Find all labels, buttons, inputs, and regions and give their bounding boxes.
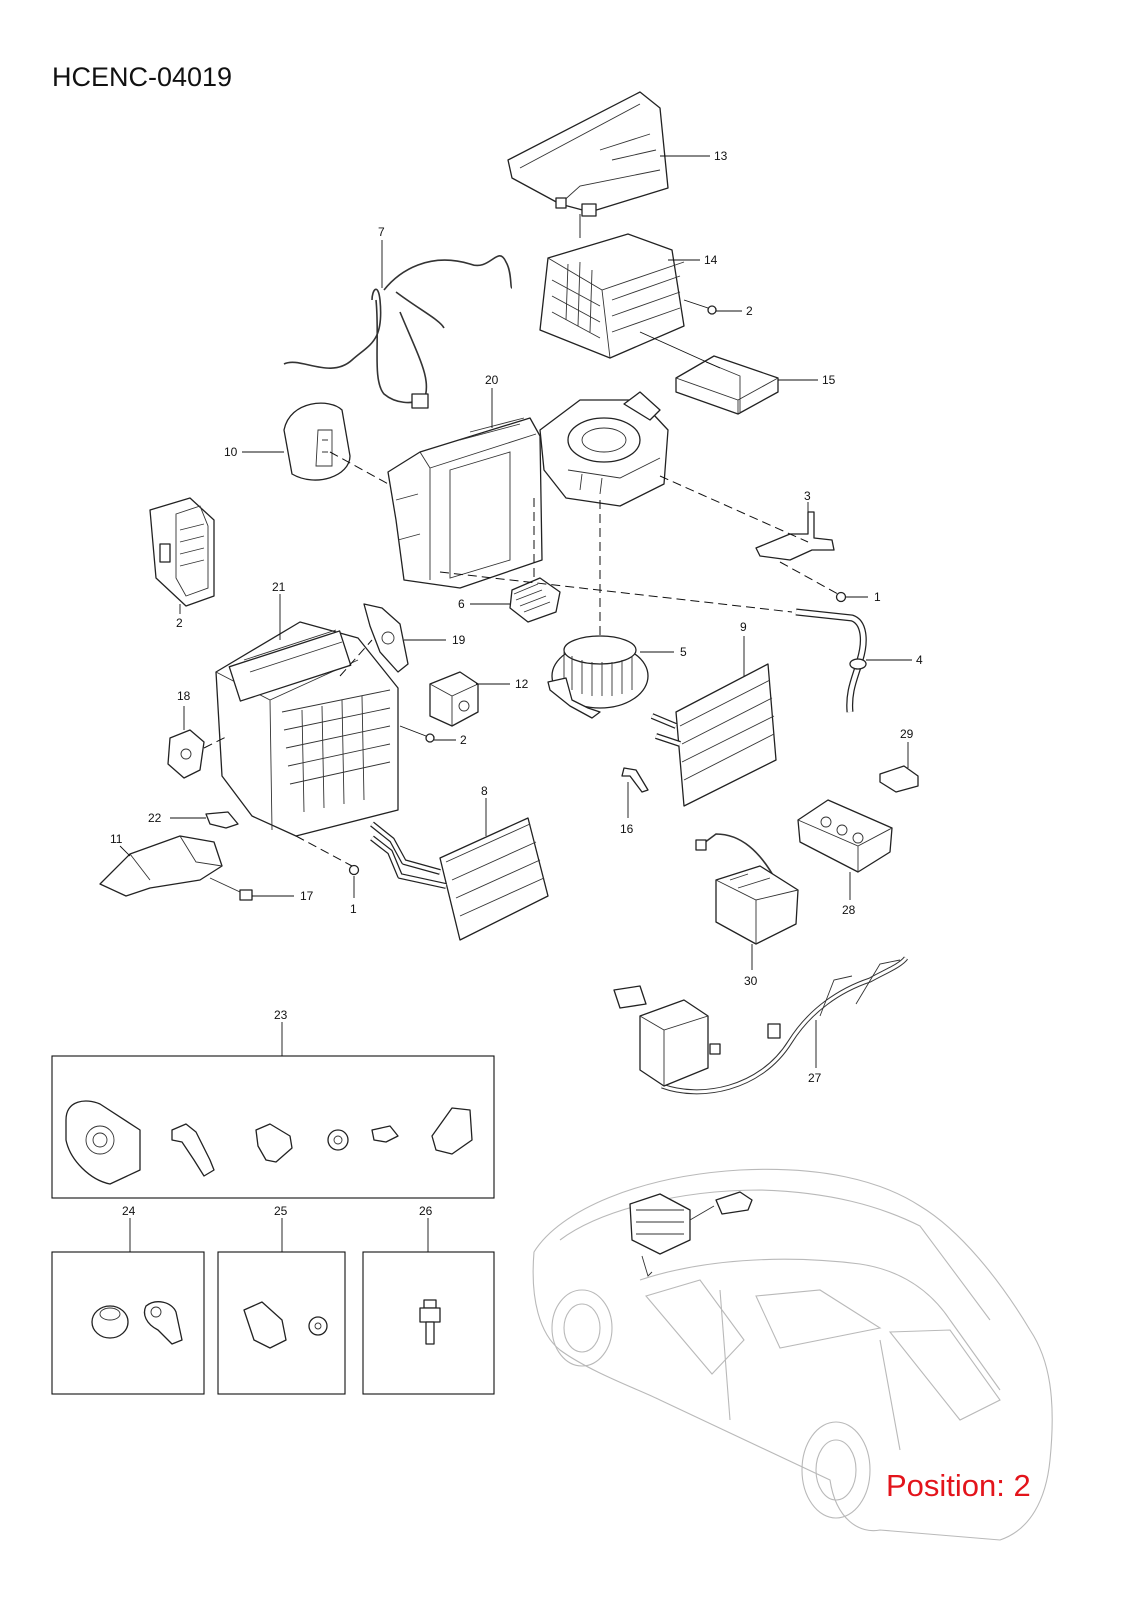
part-2-screw-a[interactable] [707, 305, 717, 315]
leader-14-15 [639, 331, 721, 369]
callout-18: 18 [177, 689, 191, 703]
part-17-temp-sensor[interactable] [209, 877, 253, 901]
kit-25-box[interactable] [217, 1251, 346, 1395]
dash-3 [659, 475, 809, 543]
kit-23-box[interactable] [51, 1055, 495, 1199]
part-10-foam-pad[interactable] [283, 402, 351, 481]
vehicle-location-icon [532, 1168, 1053, 1541]
callout-22: 22 [148, 811, 162, 825]
part-2-actuator-module[interactable] [149, 497, 215, 607]
part-28-control-panel[interactable] [797, 799, 893, 873]
callout-20: 20 [485, 373, 499, 387]
dash-1b [295, 835, 353, 867]
callout-1a: 1 [874, 590, 881, 604]
part-7-wiring-harness[interactable] [283, 255, 513, 409]
callout-12: 12 [515, 677, 529, 691]
callout-13: 13 [714, 149, 728, 163]
callout-2a: 2 [746, 304, 753, 318]
callout-16: 16 [620, 822, 634, 836]
callout-26: 26 [419, 1204, 433, 1218]
part-1-nut-a[interactable] [835, 591, 847, 603]
dash-10 [329, 451, 393, 487]
part-1-nut-b[interactable] [348, 864, 360, 876]
kit-23-parts [65, 1100, 473, 1185]
callout-23: 23 [274, 1008, 288, 1022]
callout-28: 28 [842, 903, 856, 917]
part-8-heater-core[interactable] [370, 817, 549, 941]
callout-24: 24 [122, 1204, 136, 1218]
part-14-intake-housing[interactable] [539, 233, 685, 359]
leader-2a-link [683, 299, 709, 309]
callout-11: 11 [110, 832, 123, 846]
callout-29: 29 [900, 727, 914, 741]
part-27-hose-harness[interactable] [613, 956, 908, 1095]
kit-24-parts [91, 1301, 183, 1345]
part-21-lower-case[interactable] [215, 621, 399, 837]
callout-17: 17 [300, 889, 314, 903]
part-18-temp-actuator[interactable] [167, 729, 205, 779]
callout-27: 27 [808, 1071, 822, 1085]
kit-26-parts [419, 1299, 441, 1345]
part-9-evaporator[interactable] [650, 663, 777, 807]
leader-2c-link [399, 725, 427, 737]
kit-24-box[interactable] [51, 1251, 205, 1395]
callout-1b: 1 [350, 902, 357, 916]
callout-8: 8 [481, 784, 488, 798]
callout-9: 9 [740, 620, 747, 634]
callout-4: 4 [916, 653, 923, 667]
part-2-screw-c[interactable] [425, 733, 435, 743]
part-4-drain-pipe[interactable] [795, 608, 867, 713]
part-13-duct-cover[interactable] [507, 91, 669, 217]
part-20-upper-case[interactable] [387, 391, 669, 589]
dash-18 [203, 735, 229, 749]
part-19-bracket[interactable] [363, 603, 409, 673]
leader-11 [119, 845, 131, 857]
kit-26-box[interactable] [362, 1251, 495, 1395]
callout-21: 21 [272, 580, 286, 594]
part-12-mode-actuator[interactable] [429, 671, 479, 727]
part-5-blower-motor[interactable] [547, 635, 649, 719]
part-11-floor-duct[interactable] [99, 835, 223, 897]
part-6-blower-resistor[interactable] [509, 577, 561, 623]
callout-10: 10 [224, 445, 238, 459]
callout-2c: 2 [460, 733, 467, 747]
part-29-small-pad[interactable] [879, 765, 919, 793]
part-16-evap-sensor[interactable] [621, 767, 649, 793]
part-30-control-unit[interactable] [695, 833, 799, 945]
callout-25: 25 [274, 1204, 288, 1218]
callout-7: 7 [378, 225, 385, 239]
callout-15: 15 [822, 373, 836, 387]
callout-6: 6 [458, 597, 465, 611]
kit-25-parts [243, 1301, 328, 1349]
callout-5: 5 [680, 645, 687, 659]
part-22-clip[interactable] [205, 811, 239, 829]
callout-30: 30 [744, 974, 758, 988]
part-15-air-filter[interactable] [675, 355, 779, 415]
callout-14: 14 [704, 253, 718, 267]
callout-19: 19 [452, 633, 466, 647]
callout-3: 3 [804, 489, 811, 503]
dash-3b [779, 561, 839, 595]
position-label: Position: 2 [886, 1468, 1031, 1503]
dash-19 [339, 639, 373, 677]
dash-pipe [439, 571, 793, 613]
diagram-title: HCENC-04019 [52, 62, 233, 92]
callout-2b: 2 [176, 616, 183, 630]
